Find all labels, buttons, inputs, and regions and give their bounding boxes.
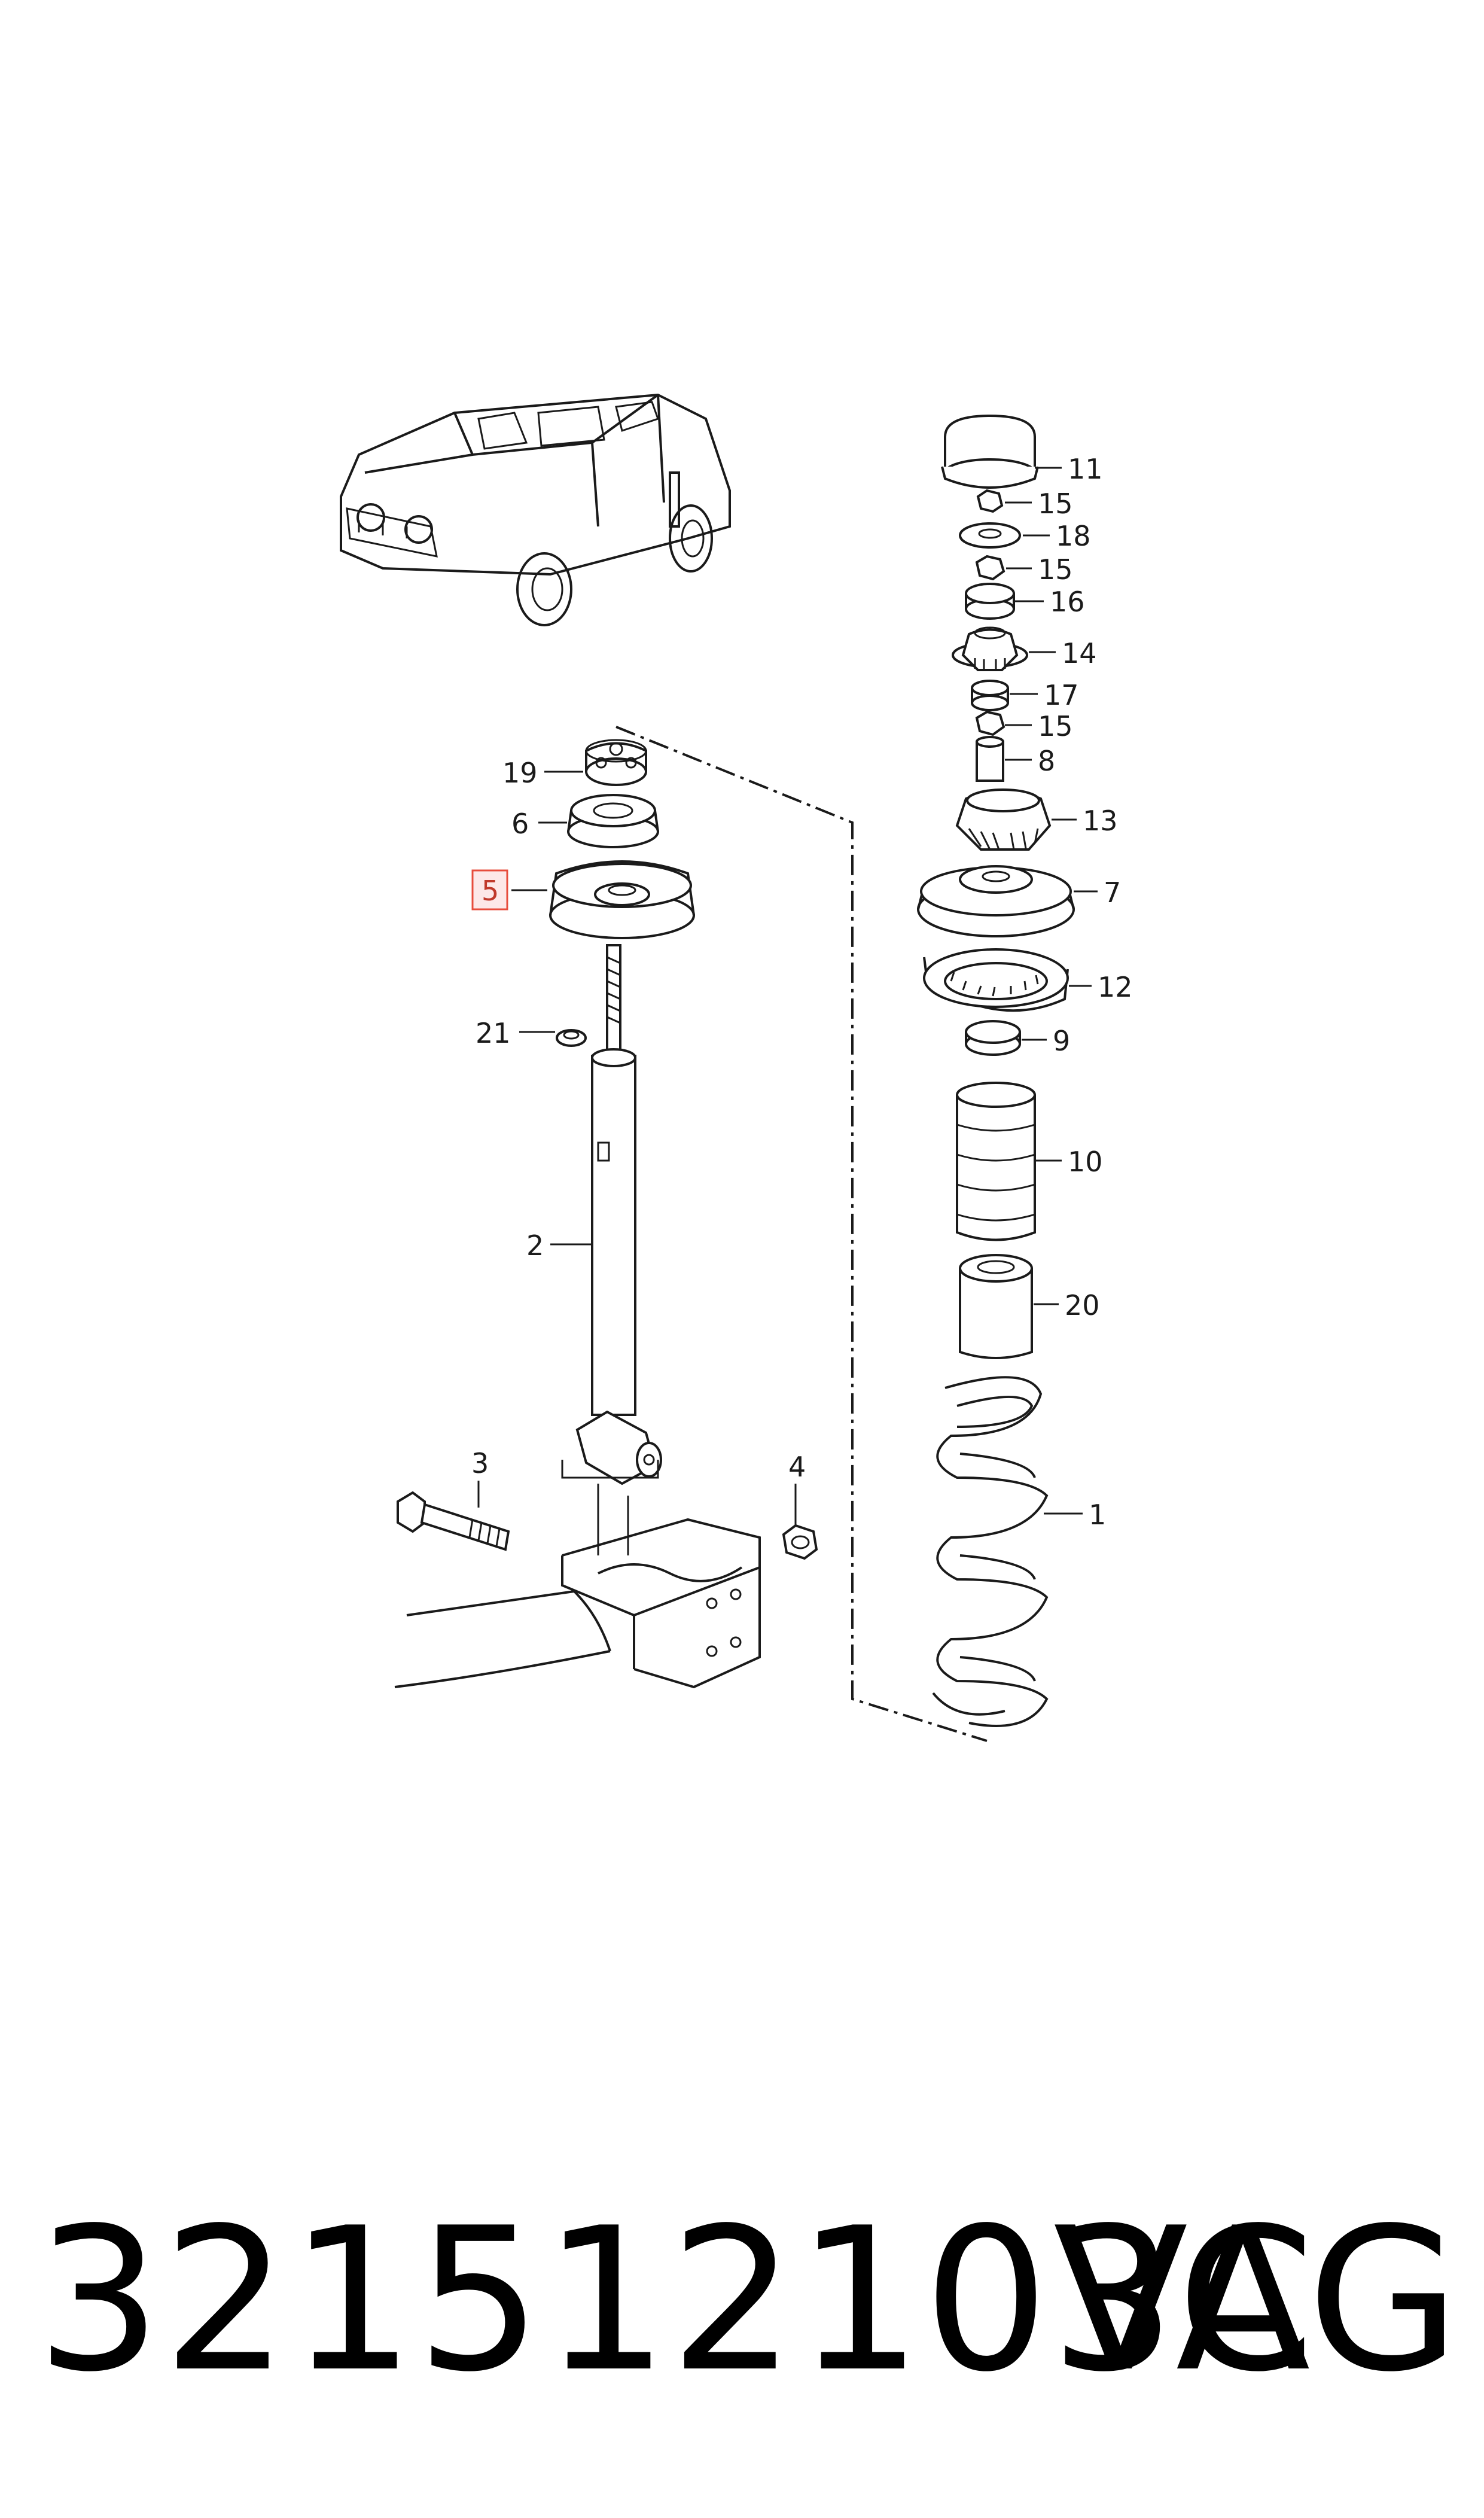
part-2-shock-absorber — [575, 944, 662, 1485]
callout-2: 2 — [526, 1229, 544, 1262]
callout-6: 6 — [511, 808, 529, 840]
callout-17: 17 — [1044, 679, 1079, 711]
callout-5: 5 — [482, 875, 499, 907]
part-18-washer — [959, 522, 1021, 549]
callout-12: 12 — [1098, 971, 1133, 1003]
part-11-dust-cap — [941, 414, 1039, 489]
part-3-bolt — [397, 1491, 510, 1551]
part-number: 321512103C — [36, 2185, 1317, 2415]
car-illustration — [340, 393, 731, 626]
callout-20: 20 — [1065, 1289, 1100, 1322]
callout-1: 1 — [1089, 1499, 1106, 1531]
part-5-top-mount — [549, 860, 695, 939]
callout-15-lower: 15 — [1038, 710, 1073, 742]
callout-8: 8 — [1038, 745, 1055, 777]
part-6-bushing — [567, 794, 659, 848]
callout-5-highlight-box — [471, 869, 508, 911]
axle-bracket — [394, 1460, 761, 1689]
callout-19: 19 — [502, 757, 538, 789]
leader-lines — [477, 467, 1098, 1526]
part-21-washer — [556, 1029, 587, 1047]
part-8-spacer-tube — [976, 736, 1004, 782]
part-4-nut — [782, 1524, 818, 1560]
part-14-rubber-bearing — [952, 626, 1028, 671]
part-10-protective-sleeve — [956, 1082, 1036, 1241]
callout-10: 10 — [1068, 1146, 1103, 1178]
callout-7: 7 — [1104, 876, 1121, 909]
part-19-buffer — [585, 739, 647, 786]
callout-15-upper: 15 — [1038, 488, 1073, 520]
callout-13: 13 — [1083, 805, 1118, 837]
callout-labels: 11 15 18 15 16 14 17 15 8 13 7 12 9 10 2… — [471, 453, 1133, 1531]
callout-11: 11 — [1068, 453, 1103, 485]
part-15-nut-lower — [975, 710, 1005, 736]
callout-9: 9 — [1053, 1025, 1070, 1057]
callout-15-middle: 15 — [1038, 553, 1073, 586]
callout-21: 21 — [476, 1017, 511, 1049]
callout-16: 16 — [1050, 586, 1085, 618]
part-16-spacer — [965, 583, 1015, 620]
assembly-guide-line — [615, 726, 988, 1742]
callout-14: 14 — [1062, 637, 1097, 669]
callout-3: 3 — [471, 1447, 489, 1479]
callout-4: 4 — [788, 1451, 806, 1483]
part-17-sleeve — [971, 680, 1009, 711]
brand-name: VAG — [1053, 2185, 1460, 2415]
callout-18: 18 — [1056, 520, 1091, 552]
part-13-bump-mount — [955, 788, 1052, 851]
part-1-coil-spring — [932, 1376, 1049, 1727]
part-9-stop-washer — [965, 1020, 1021, 1056]
part-15-nut-middle — [975, 555, 1005, 581]
part-12-spring-pad — [923, 948, 1069, 1012]
part-15-nut-upper — [976, 489, 1004, 513]
part-7-spring-seat — [917, 865, 1075, 937]
part-20-bump-stop — [959, 1254, 1033, 1359]
